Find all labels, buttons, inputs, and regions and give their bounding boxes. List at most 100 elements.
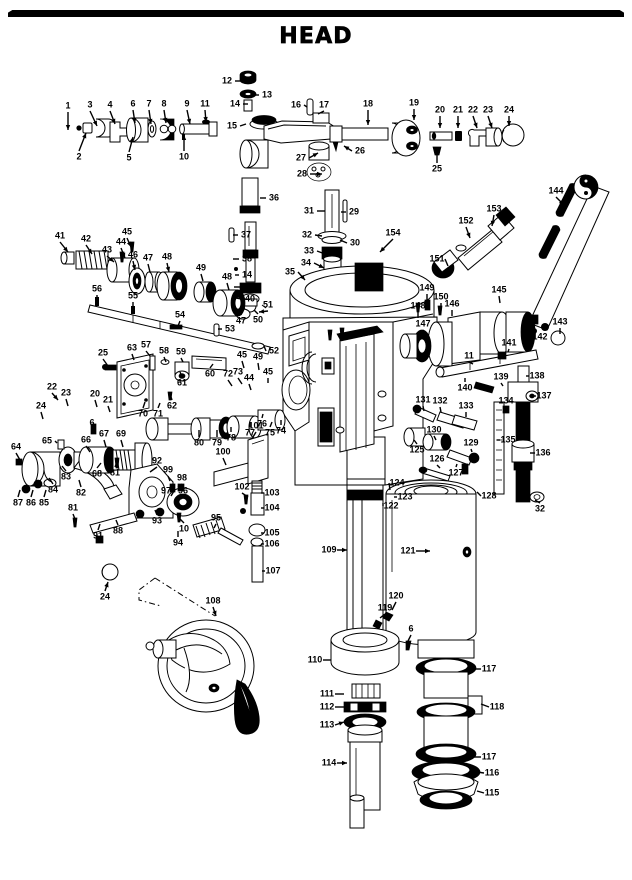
part-number-label: 35 xyxy=(285,266,295,276)
part-number-label: 127 xyxy=(448,467,463,477)
part-number-label: 69 xyxy=(116,428,126,438)
leader-arrowhead xyxy=(186,118,192,124)
spindle-parts-column xyxy=(228,177,267,320)
callout-48: 48 xyxy=(222,271,232,291)
part-number-label: 103 xyxy=(264,487,279,497)
callout-55: 55 xyxy=(128,290,138,309)
callout-116: 116 xyxy=(476,767,499,777)
part-number-label: 57 xyxy=(141,339,151,349)
part-number-label: 59 xyxy=(176,346,186,356)
callout-4: 4 xyxy=(107,99,116,125)
callout-143: 143 xyxy=(552,316,568,334)
callout-92: 92 xyxy=(149,455,162,473)
callout-136: 136 xyxy=(530,447,551,457)
callout-43: 43 xyxy=(102,244,115,263)
leader-line xyxy=(30,489,34,498)
part-number-label: 111 xyxy=(320,688,334,698)
callout-73: 73 xyxy=(233,366,243,385)
callout-139: 139 xyxy=(493,371,509,387)
leader-arrowhead xyxy=(104,582,109,588)
part-number-label: 83 xyxy=(61,471,71,481)
callout-125: 125 xyxy=(409,439,425,454)
callout-106: 106 xyxy=(261,538,280,548)
callout-45: 45 xyxy=(237,349,247,369)
leader-line xyxy=(15,452,21,461)
part-number-label: 30 xyxy=(350,237,360,247)
part-number-label: 132 xyxy=(432,395,447,405)
part-number-label: 28 xyxy=(297,168,307,178)
callout-14: 14 xyxy=(235,269,252,279)
part-number-label: 94 xyxy=(173,537,183,547)
part-number-label: 123 xyxy=(397,491,412,501)
callout-9: 9 xyxy=(184,98,192,125)
leader-line xyxy=(422,329,427,337)
part-number-label: 22 xyxy=(47,381,57,391)
callout-63: 63 xyxy=(127,342,137,361)
part-number-label: 65 xyxy=(42,435,52,445)
callout-16: 16 xyxy=(291,99,308,109)
part-number-label: 44 xyxy=(116,236,126,246)
part-number-label: 113 xyxy=(320,719,335,729)
part-number-label: 47 xyxy=(236,315,246,325)
part-number-label: 52 xyxy=(269,345,279,355)
callout-81: 81 xyxy=(68,502,78,520)
part-number-label: 10 xyxy=(179,151,189,161)
page-title: HEAD xyxy=(279,24,353,50)
callout-41: 41 xyxy=(55,230,69,253)
leader-line xyxy=(107,405,111,413)
callout-103: 103 xyxy=(261,487,280,497)
part-number-label: 75 xyxy=(265,427,275,437)
leader-line xyxy=(391,601,397,611)
part-number-label: 45 xyxy=(237,349,247,359)
leader-line xyxy=(179,518,185,524)
quill-109 xyxy=(346,484,384,656)
part-number-label: 92 xyxy=(152,455,162,465)
leader-arrowhead xyxy=(312,153,318,158)
callout-145: 145 xyxy=(491,284,507,304)
part-number-label: 107 xyxy=(265,565,280,575)
part-number-label: 51 xyxy=(263,299,273,309)
part-number-label: 15 xyxy=(227,120,237,130)
leader-line xyxy=(169,393,173,401)
leader-arrowhead xyxy=(455,123,461,128)
leader-line xyxy=(444,258,449,267)
leader-line xyxy=(241,360,245,369)
leader-line xyxy=(241,492,249,498)
leader-arrowhead xyxy=(380,246,386,252)
leader-arrowhead xyxy=(65,125,71,130)
leader-line xyxy=(114,461,118,468)
part-number-label: 6 xyxy=(130,98,135,108)
part-number-label: 154 xyxy=(385,227,400,237)
part-number-label: 117 xyxy=(482,663,497,673)
callout-1: 1 xyxy=(65,100,71,130)
callout-87: 87 xyxy=(13,489,23,507)
callout-53: 53 xyxy=(218,323,235,333)
part-number-label: 124 xyxy=(389,477,404,487)
leader-arrowhead xyxy=(365,120,371,125)
part-number-label: 108 xyxy=(205,595,220,605)
quill-sleeve-121-128 xyxy=(385,479,477,646)
callout-150: 150 xyxy=(433,291,449,309)
callout-109: 109 xyxy=(321,544,347,554)
part-number-label: 122 xyxy=(383,500,398,510)
part-number-label: 129 xyxy=(463,437,478,447)
part-number-label: 121 xyxy=(400,545,415,555)
callout-31: 31 xyxy=(304,205,325,215)
part-number-label: 24 xyxy=(36,400,46,410)
leader-line xyxy=(470,448,473,453)
leader-arrowhead xyxy=(318,263,324,268)
callout-77: 77 xyxy=(245,422,255,437)
leader-line xyxy=(142,401,146,409)
part-number-label: 6 xyxy=(89,417,94,427)
leader-line xyxy=(476,491,482,497)
callout-140: 140 xyxy=(457,378,473,392)
callout-39: 39 xyxy=(234,281,253,291)
part-number-label: 135 xyxy=(500,434,515,444)
part-number-label: 143 xyxy=(552,316,567,326)
callout-21: 21 xyxy=(103,394,113,413)
part-number-label: 31 xyxy=(304,205,314,215)
callout-64: 64 xyxy=(11,441,21,461)
part-number-label: 101 xyxy=(248,420,263,430)
part-number-label: 76 xyxy=(257,418,267,428)
